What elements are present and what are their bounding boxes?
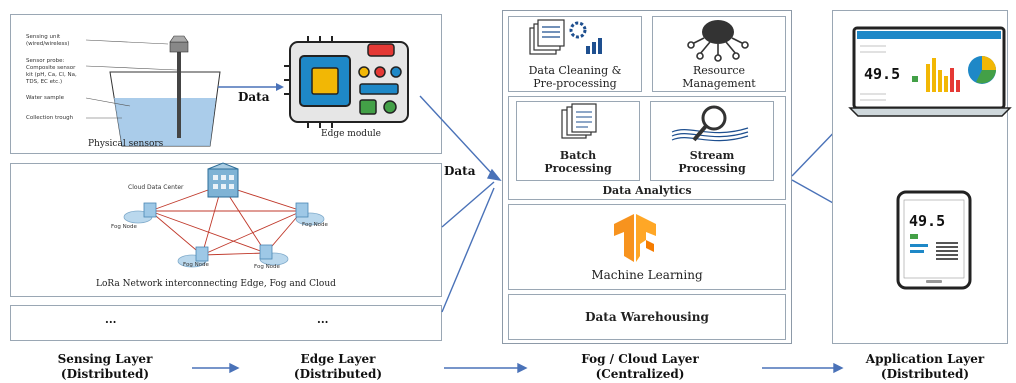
stream-processing-line-1: Stream — [689, 149, 735, 162]
fog-node-label-4: Fog Node — [254, 264, 280, 270]
data-warehousing-box — [508, 294, 786, 340]
sensing-layer-name: Sensing Layer — [57, 352, 153, 366]
data-cleaning-icon — [529, 19, 602, 55]
sensor-label-8: Collection trough — [26, 115, 74, 121]
more-sensors-panel — [10, 305, 442, 341]
sensor-label-1: Sensing unit — [26, 34, 61, 40]
ellipsis-left: ... — [105, 313, 117, 326]
sensor-label-6: TDS, EC etc.) — [26, 79, 63, 85]
fog-cloud-layer-label: Fog / Cloud Layer (Centralized) — [565, 352, 715, 382]
data-cleaning-line-1: Data Cleaning & — [528, 64, 622, 77]
application-layer-label: Application Layer (Distributed) — [850, 352, 1000, 382]
sensor-label-3: Sensor probe: — [26, 58, 65, 64]
data-warehousing-label: Data Warehousing — [585, 310, 709, 324]
resource-management-line-1: Resource — [692, 64, 746, 77]
resource-management-line-2: Management — [682, 77, 756, 90]
cloud-data-center-label: Cloud Data Center — [128, 184, 184, 191]
resource-management-icon — [687, 20, 749, 62]
batch-processing-box — [516, 101, 640, 181]
phone-reading-value: 49.5 — [909, 212, 946, 230]
edge-module-icon — [284, 36, 409, 128]
fog-node-label-2: Fog Node — [302, 222, 328, 228]
batch-processing-line-1: Batch — [559, 149, 597, 162]
batch-processing-icon — [561, 103, 597, 139]
fog-cloud-layer-name: Fog / Cloud Layer — [581, 352, 699, 366]
sensor-label-5: kit (pH, Ca, Cl, Na, — [26, 72, 77, 78]
edge-layer-kind: (Distributed) — [293, 367, 383, 381]
sensor-label-2: (wired/wireless) — [26, 41, 70, 47]
tensorflow-icon — [614, 214, 656, 262]
edge-layer-label: Edge Layer (Distributed) — [278, 352, 398, 382]
sensor-label-7: Water sample — [26, 95, 65, 101]
physical-sensors-label: Physical sensors — [88, 139, 164, 149]
application-layer-name: Application Layer — [865, 352, 985, 366]
phone-dashboard-icon — [896, 190, 972, 290]
laptop-reading-value: 49.5 — [864, 65, 901, 83]
data-analytics-label: Data Analytics — [602, 184, 692, 197]
edge-layer-name: Edge Layer — [300, 352, 376, 366]
cloud-data-center-icon — [207, 162, 239, 198]
sensor-to-edge-data-label: Data — [238, 90, 270, 104]
batch-processing-line-2: Processing — [544, 162, 612, 175]
lora-network-caption: LoRa Network interconnecting Edge, Fog a… — [96, 279, 336, 289]
ellipsis-right: ... — [317, 313, 329, 326]
machine-learning-label: Machine Learning — [591, 268, 703, 282]
stream-processing-icon — [671, 105, 749, 142]
laptop-dashboard-icon — [848, 26, 1012, 117]
sensing-layer-label: Sensing Layer (Distributed) — [40, 352, 170, 382]
sensor-label-4: Composite sensor — [26, 65, 76, 71]
edge-module-label: Edge module — [321, 129, 381, 139]
fog-node-label-1: Fog Node — [111, 224, 137, 230]
data-cleaning-line-2: Pre-processing — [533, 77, 617, 90]
water-tank-illustration — [85, 35, 221, 147]
lora-network-diagram — [123, 162, 325, 268]
sensing-layer-kind: (Distributed) — [60, 367, 150, 381]
application-layer-kind: (Distributed) — [880, 367, 970, 381]
fog-cloud-layer-kind: (Centralized) — [595, 367, 685, 381]
fog-input-data-label: Data — [444, 164, 476, 178]
fog-node-label-3: Fog Node — [183, 262, 209, 268]
stream-processing-line-2: Processing — [678, 162, 746, 175]
